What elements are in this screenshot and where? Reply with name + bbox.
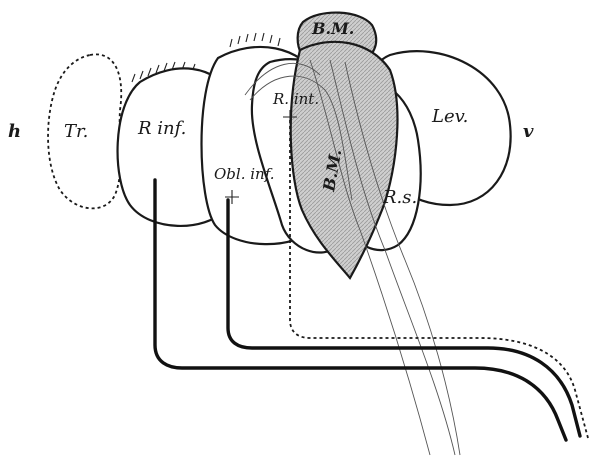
label-tr: Tr. [64,121,88,142]
label-h: h [8,121,21,142]
label-lev: Lev. [431,106,468,127]
label-r-int: R. int. [272,90,319,108]
label-bm-top: B.M. [311,19,354,38]
label-v: v [523,121,534,142]
label-r-inf: R inf. [137,118,186,139]
label-rs: R.s. [382,187,417,208]
label-obl-inf: Obl. inf. [214,165,274,183]
